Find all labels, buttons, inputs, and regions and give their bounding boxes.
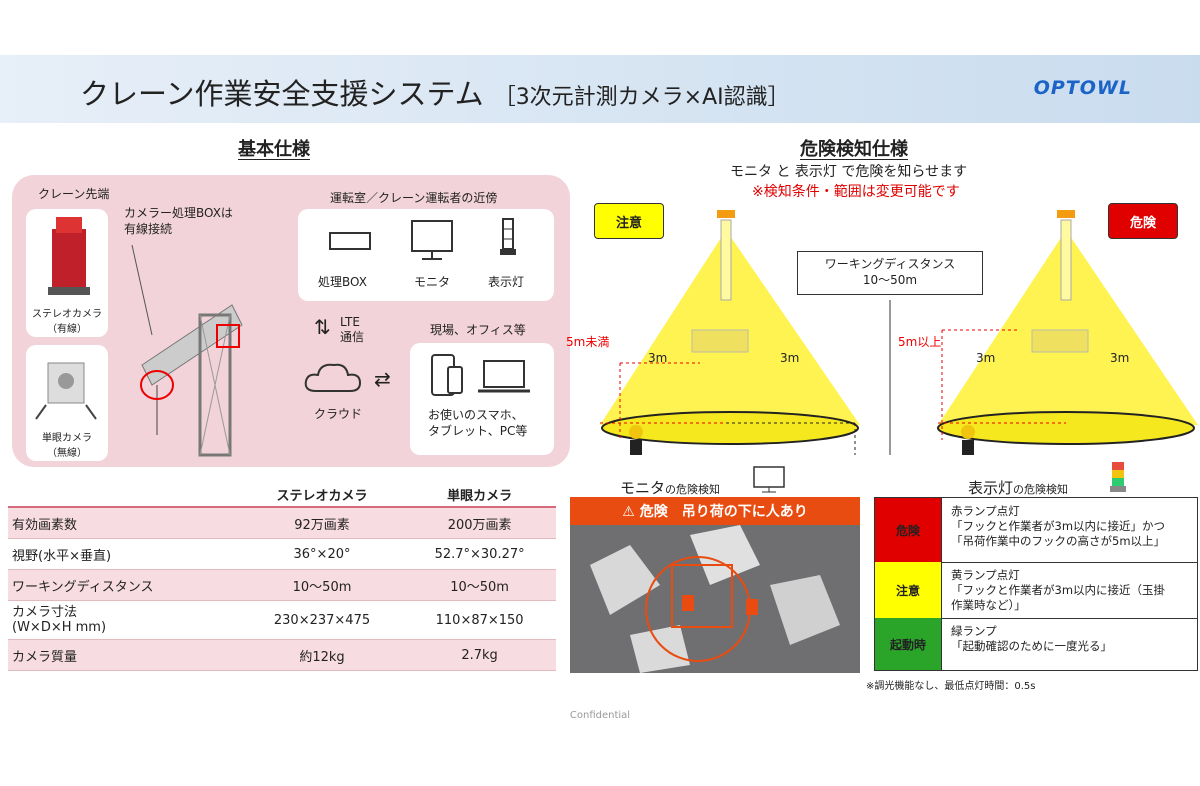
company-logo: OPTOWL bbox=[1033, 77, 1132, 99]
lamp-text-startup: 緑ランプ 「起動確認のために一度光る」 bbox=[951, 624, 1112, 653]
danger-badge: 危険 bbox=[1108, 203, 1178, 239]
detection-diagram bbox=[600, 210, 1198, 455]
danger-line2: ※検知条件・範囲は変更可能です bbox=[752, 184, 960, 200]
exchange-arrow-icon: ⇄ bbox=[374, 367, 391, 391]
slide: クレーン作業安全支援システム［3次元計測カメラ×AI認識］ OPTOWL 基本仕… bbox=[0, 55, 1200, 695]
signal-light-icon bbox=[1110, 462, 1126, 492]
danger-spec-title: 危険検知仕様 bbox=[800, 139, 908, 160]
lte-arrow-icon: ⇅ bbox=[314, 315, 331, 339]
header: クレーン作業安全支援システム［3次元計測カメラ×AI認識］ OPTOWL bbox=[0, 55, 1200, 123]
working-distance-label: ワーキングディスタンス 10～50m bbox=[824, 257, 956, 287]
lamp-row-danger: 危険 赤ランプ点灯 「フックと作業者が3m以内に接近」かつ 「吊荷作業中のフック… bbox=[875, 498, 1197, 563]
lamp-row-caution: 注意 黄ランプ点灯 「フックと作業者が3m以内に接近（玉掛 作業時など）」 bbox=[875, 562, 1197, 619]
over-5m-label: 5m以上 bbox=[898, 335, 942, 349]
monitor-detection-title: モニタの危険検知 bbox=[620, 479, 721, 497]
cab-devices-card: 処理BOX モニタ 表示灯 bbox=[298, 209, 554, 301]
processing-box-icon bbox=[329, 232, 371, 250]
device-signal-light: 表示灯 bbox=[488, 275, 525, 289]
basic-spec-title: 基本仕様 bbox=[238, 139, 310, 160]
system-diagram-panel: クレーン先端 ステレオカメラ （有線） 単眼カメラ （無線） カメラー処理BOX… bbox=[12, 175, 570, 467]
monitor-icon bbox=[411, 220, 453, 260]
device-processing-box: 処理BOX bbox=[318, 275, 367, 289]
stereo-camera-icon bbox=[48, 217, 90, 295]
lamp-detection-title: 表示灯の危険検知 bbox=[968, 479, 1069, 497]
lamp-note: ※調光機能なし、最低点灯時間：0.5s bbox=[866, 681, 1036, 692]
lamp-text-danger: 赤ランプ点灯 「フックと作業者が3m以内に接近」かつ 「吊荷作業中のフックの高さ… bbox=[951, 504, 1166, 548]
site-title: 現場、オフィス等 bbox=[430, 323, 526, 337]
lte-label: LTE 通信 bbox=[340, 315, 365, 344]
monitor-screenshot: ⚠ 危険 吊り荷の下に人あり bbox=[570, 497, 860, 673]
crane-tip-label: クレーン先端 bbox=[38, 187, 110, 201]
lamp-state-caution: 注意 bbox=[875, 562, 942, 618]
signal-light-icon bbox=[500, 218, 516, 255]
under-5m-label: 5m未満 bbox=[566, 335, 610, 349]
lamp-state-danger: 危険 bbox=[875, 498, 942, 562]
working-distance-box: ワーキングディスタンス 10～50m bbox=[797, 251, 983, 295]
danger-line1: モニタ と 表示灯 で危険を知らせます bbox=[730, 164, 968, 180]
table-row: 視野(水平×垂直)36°×20°52.7°×30.27° bbox=[8, 538, 556, 570]
stereo-camera-caption: ステレオカメラ （有線） bbox=[32, 309, 102, 335]
crane-illustration bbox=[131, 244, 243, 457]
mono-camera-caption: 単眼カメラ （無線） bbox=[42, 433, 92, 459]
dist-left-2: 3m bbox=[780, 351, 800, 365]
dist-right-2: 3m bbox=[1110, 351, 1130, 365]
camera-view bbox=[590, 525, 840, 673]
dist-left-1: 3m bbox=[648, 351, 668, 365]
lamp-table: 危険 赤ランプ点灯 「フックと作業者が3m以内に接近」かつ 「吊荷作業中のフック… bbox=[874, 497, 1198, 671]
phone-tablet-pc-icon bbox=[431, 354, 530, 396]
caution-badge: 注意 bbox=[594, 203, 664, 239]
cab-title: 運転室／クレーン運転者の近傍 bbox=[330, 191, 498, 205]
monitor-icon bbox=[753, 466, 785, 493]
site-devices-card: お使いのスマホ、 タブレット、PC等 bbox=[410, 343, 554, 455]
lamp-state-startup: 起動時 bbox=[875, 618, 942, 670]
device-monitor: モニタ bbox=[414, 275, 451, 289]
spec-header-row: ステレオカメラ 単眼カメラ bbox=[8, 482, 556, 508]
lamp-text-caution: 黄ランプ点灯 「フックと作業者が3m以内に接近（玉掛 作業時など）」 bbox=[951, 568, 1166, 612]
mono-camera-icon bbox=[35, 362, 97, 420]
page-subtitle: ［3次元計測カメラ×AI認識］ bbox=[493, 85, 790, 110]
page-title: クレーン作業安全支援システム［3次元計測カメラ×AI認識］ bbox=[80, 77, 790, 111]
dist-right-1: 3m bbox=[976, 351, 996, 365]
site-devices-label: お使いのスマホ、 タブレット、PC等 bbox=[428, 408, 528, 438]
mono-camera-card: 単眼カメラ （無線） bbox=[26, 345, 108, 461]
footer-confidential: Confidential bbox=[569, 710, 631, 721]
stereo-camera-card: ステレオカメラ （有線） bbox=[26, 209, 108, 337]
camera-box-label: カメラー処理BOXは 有線接続 bbox=[124, 206, 233, 236]
cloud-label: クラウド bbox=[314, 407, 363, 421]
danger-alert-banner: ⚠ 危険 吊り荷の下に人あり bbox=[570, 497, 860, 525]
lamp-row-startup: 起動時 緑ランプ 「起動確認のために一度光る」 bbox=[875, 618, 1197, 670]
cloud-icon bbox=[304, 363, 362, 392]
